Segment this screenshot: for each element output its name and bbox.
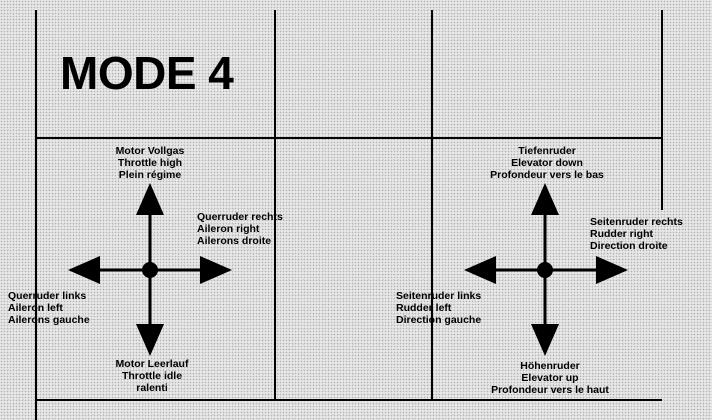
mode-title: MODE 4 — [60, 47, 234, 99]
left-stick-left-label: Querruder links Aileron left Ailerons ga… — [8, 290, 90, 326]
left-stick-up-arrow-icon — [136, 183, 164, 215]
left-up-line-fr: Plein régime — [118, 169, 182, 181]
right-down-line-en: Elevator up — [521, 372, 579, 384]
right-right-line-fr: Direction droite — [590, 240, 668, 252]
left-down-line-en: Throttle idle — [121, 370, 183, 382]
right-up-line-de: Tiefenruder — [518, 145, 576, 157]
left-right-line-de: Querruder rechts — [197, 211, 283, 223]
left-left-line-de: Querruder links — [8, 290, 87, 302]
left-stick-right-arrow-icon — [200, 256, 232, 284]
left-left-line-en: Aileron left — [8, 302, 63, 314]
right-left-line-de: Seitenruder links — [396, 290, 482, 302]
right-up-line-fr: Profondeur vers le bas — [490, 169, 604, 181]
right-down-line-fr: Profondeur vers le haut — [491, 384, 609, 396]
left-down-line-fr: ralenti — [136, 382, 168, 394]
right-right-line-de: Seitenruder rechts — [590, 216, 683, 228]
right-stick-center-dot — [537, 262, 553, 278]
left-stick-up-label: Motor Vollgas Throttle high Plein régime — [116, 145, 185, 181]
left-stick-down-arrow-icon — [136, 324, 164, 356]
left-stick-center-dot — [142, 262, 158, 278]
right-stick-down-label: Höhenruder Elevator up Profondeur vers l… — [491, 360, 609, 396]
right-stick-left-arrow-icon — [464, 256, 496, 284]
right-right-line-en: Rudder right — [590, 228, 653, 240]
right-stick-cross — [464, 183, 628, 356]
right-stick-up-label: Tiefenruder Elevator down Profondeur ver… — [490, 145, 604, 181]
right-stick-down-arrow-icon — [531, 324, 559, 356]
right-stick-right-label: Seitenruder rechts Rudder right Directio… — [590, 216, 683, 252]
left-stick-cross — [68, 183, 232, 356]
left-down-line-de: Motor Leerlauf — [115, 358, 189, 370]
right-left-line-fr: Direction gauche — [396, 314, 482, 326]
left-up-line-de: Motor Vollgas — [115, 145, 185, 157]
right-up-line-en: Elevator down — [511, 157, 583, 169]
left-stick-down-label: Motor Leerlauf Throttle idle ralenti — [116, 358, 189, 394]
right-stick-up-arrow-icon — [531, 183, 559, 215]
left-left-line-fr: Ailerons gauche — [8, 314, 90, 326]
left-up-line-en: Throttle high — [117, 157, 183, 169]
left-stick-right-label: Querruder rechts Aileron right Ailerons … — [197, 211, 283, 247]
left-right-line-en: Aileron right — [197, 223, 260, 235]
right-stick-right-arrow-icon — [596, 256, 628, 284]
right-down-line-de: Höhenruder — [520, 360, 580, 372]
left-right-line-fr: Ailerons droite — [197, 235, 272, 247]
right-left-line-en: Rudder left — [396, 302, 452, 314]
left-stick-left-arrow-icon — [68, 256, 100, 284]
right-stick-left-label: Seitenruder links Rudder left Direction … — [396, 290, 481, 326]
